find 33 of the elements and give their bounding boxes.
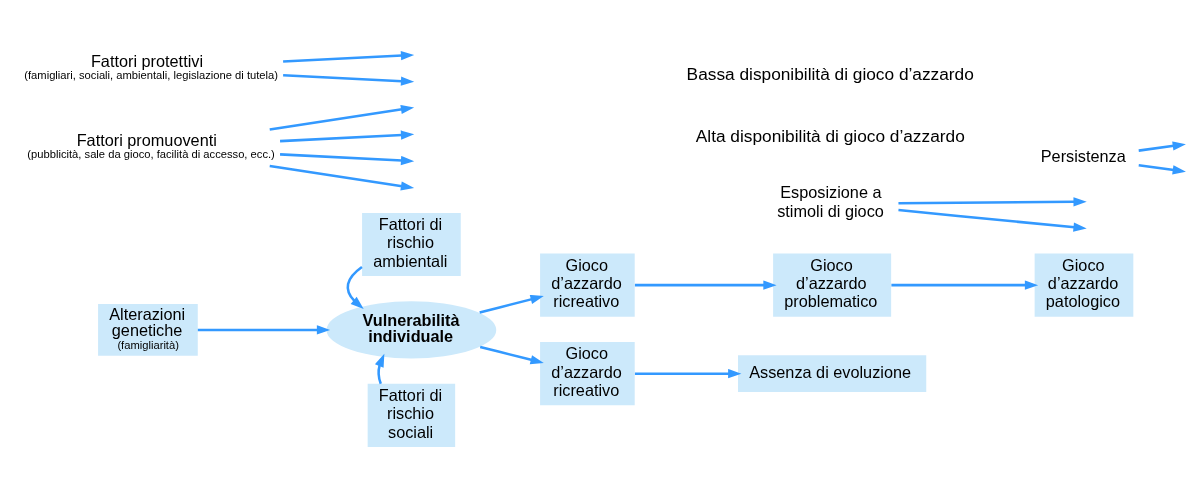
arrow (479, 345, 544, 364)
arrow (346, 265, 364, 309)
arrow (634, 280, 777, 290)
arrow (280, 152, 415, 165)
arrow (269, 104, 415, 131)
node-ellipse: Vulnerabilità individuale (326, 300, 497, 358)
arrow (269, 164, 415, 191)
node-box: Fattori di rischio ambientali (362, 212, 461, 276)
node-text: Esposizione a stimoli di gioco (777, 182, 884, 220)
arrow (898, 196, 1087, 206)
arrow (197, 324, 331, 335)
node-box: Gioco d’azzardo problematico (773, 253, 892, 317)
arrow (479, 294, 544, 314)
arrow (283, 73, 415, 86)
node-box: Assenza di evoluzione (738, 354, 927, 392)
arrow (898, 208, 1087, 232)
arrow (283, 50, 415, 63)
label: Bassa disponibilità di gioco d’azzardo (686, 63, 974, 84)
node-box: Alterazioni genetiche (famigliarità) (98, 303, 198, 356)
arrow (375, 353, 385, 384)
arrow (891, 280, 1039, 290)
arrow (280, 129, 415, 142)
node-box: Gioco d’azzardo ricreativo (540, 341, 635, 405)
node-box: Gioco d’azzardo ricreativo (540, 253, 635, 317)
node-text: Persistenza (1040, 146, 1126, 165)
label: Alta disponibilità di gioco d’azzardo (695, 125, 965, 146)
node-text: Fattori promuoventi (pubblicità, sale da gioco, facilità di accesso, ecc.) (27, 130, 275, 160)
arrow (1138, 140, 1186, 152)
node-text: Fattori protettivi (famigliari, sociali, ambientali, legislazione di tutela) (24, 51, 278, 81)
arrow (1138, 163, 1186, 174)
node-box: Fattori di rischio sociali (367, 383, 456, 447)
arrow (634, 368, 742, 378)
node-box: Gioco d’azzardo patologico (1034, 253, 1134, 317)
